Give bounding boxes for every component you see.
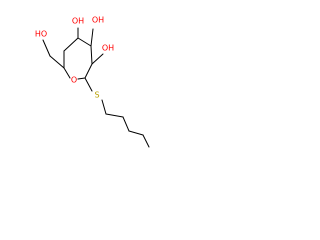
bond-c1-ringO [77, 77, 86, 80]
bond-hexyl-2 [122, 116, 130, 132]
bond-hexyl-3 [128, 130, 144, 136]
hydroxyl-label-ch2: HO [35, 30, 47, 39]
sulfur-label: S [94, 91, 99, 100]
hydroxyl-label-c2: OH [102, 44, 114, 53]
bond-c3-c2 [90, 45, 93, 65]
hydroxyl-label-c3: OH [92, 16, 104, 25]
bond-s-ch2 [101, 99, 107, 115]
molecule-drawing: OH OH OH HO O S [35, 16, 150, 148]
bond-hexyl-4 [142, 134, 150, 148]
bond-hexyl-1 [105, 113, 124, 118]
bond-c4-c3 [77, 37, 92, 47]
bond-c2-oh [91, 53, 104, 65]
bond-ch2-oh [42, 39, 51, 57]
bond-c5-c4 [63, 37, 79, 52]
bond-c1-s [84, 77, 93, 92]
structure-canvas: OH OH OH HO O S [0, 0, 150, 150]
bond-c6-ch2 [49, 55, 65, 69]
bond-c2-c1 [84, 63, 93, 79]
bond-c3-oh [90, 28, 94, 47]
hydroxyl-label-c4: OH [72, 17, 84, 26]
bond-ringO-c6 [63, 67, 71, 79]
ring-oxygen-label: O [71, 76, 77, 85]
